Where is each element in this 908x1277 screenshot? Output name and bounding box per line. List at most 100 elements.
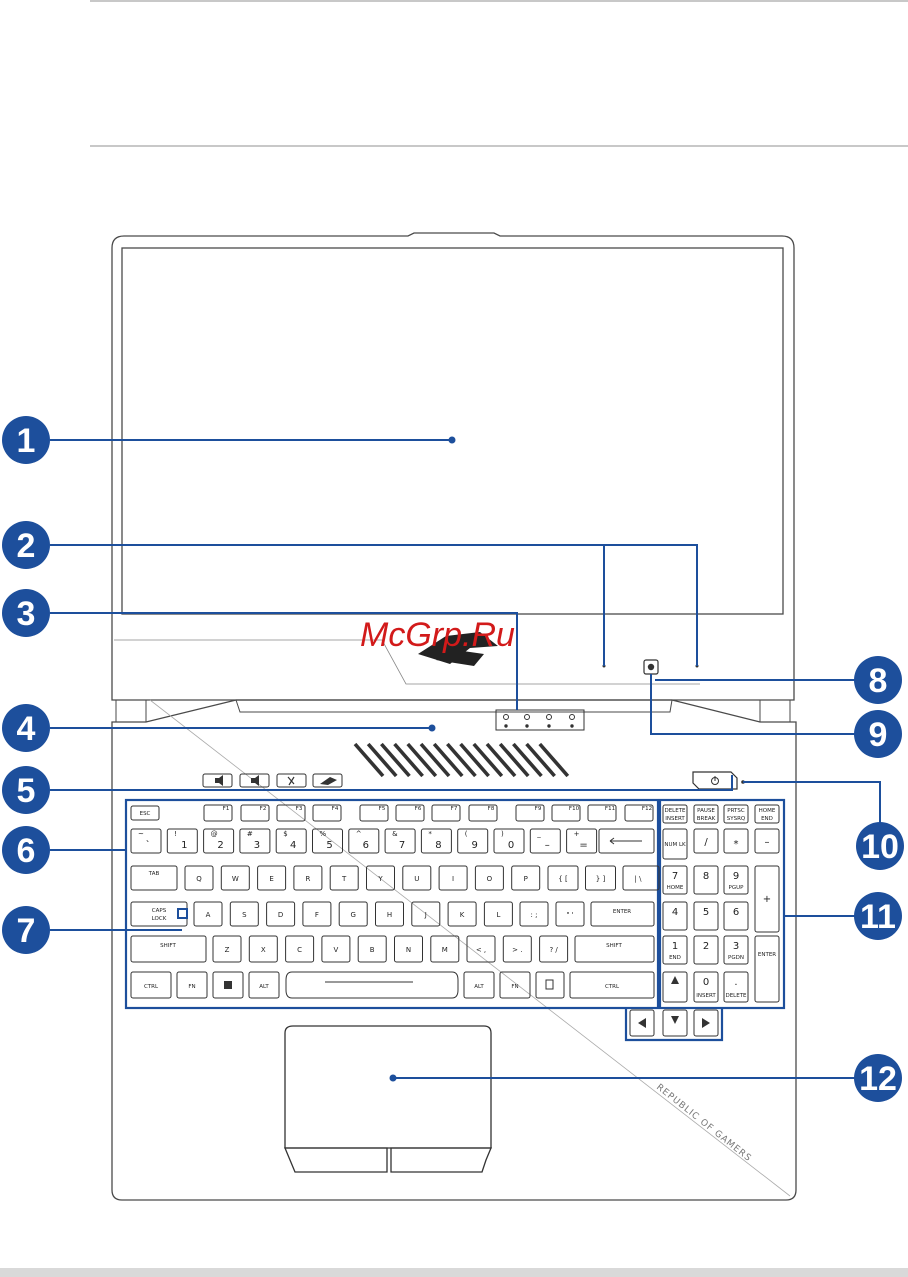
camera-icon — [643, 659, 659, 675]
key-letter — [321, 935, 351, 963]
key-label: ALT — [474, 984, 484, 990]
key-label: L — [496, 911, 500, 919]
key-letter — [447, 901, 477, 927]
key-label: 3 — [254, 840, 260, 851]
callout-number: 8 — [869, 662, 888, 700]
key-label: . — [734, 977, 737, 988]
key-label: F7 — [451, 806, 458, 812]
callout-badge-4: 4 — [2, 704, 50, 752]
key-letter — [229, 901, 259, 927]
keyboard-frame — [124, 798, 660, 1010]
key-sub-label: PGDN — [728, 955, 744, 961]
watermark: McGrp.Ru — [360, 616, 515, 654]
vent-slat — [366, 742, 398, 778]
key-number — [203, 828, 235, 854]
key-numpad-digit — [662, 865, 688, 895]
key-label: G — [350, 911, 355, 919]
key-f2 — [240, 804, 270, 822]
key-shift-right — [574, 935, 655, 963]
key-label: F1 — [223, 806, 230, 812]
key-label: ALT — [259, 984, 269, 990]
key-top-label: + — [574, 830, 580, 838]
callout-number: 11 — [860, 898, 896, 936]
key-label: 0 — [508, 840, 514, 851]
key-numpad-divide — [693, 828, 719, 854]
vent-slat — [498, 742, 530, 778]
key-label: PAUSE — [697, 808, 715, 814]
key-letter — [394, 935, 423, 963]
key-label: = — [579, 840, 587, 851]
vent-slat — [353, 742, 385, 778]
key-label: Y — [377, 875, 383, 883]
key-label: 4 — [290, 840, 296, 851]
key-label: " ' — [566, 911, 573, 919]
key-label: E — [269, 875, 273, 883]
key-arrow-right — [693, 1009, 719, 1037]
key-label: T — [341, 875, 347, 883]
key-label: SHIFT — [160, 943, 176, 949]
vent-slat — [525, 742, 556, 778]
key-quote — [555, 901, 585, 927]
key-sub-label: END — [669, 955, 681, 961]
key-number — [420, 828, 452, 854]
key-label: < , — [476, 946, 486, 954]
key-number — [312, 828, 343, 854]
key-label: D — [278, 911, 283, 919]
key-alt-left — [248, 971, 280, 999]
key-letter — [248, 935, 278, 963]
key-label: 5 — [703, 907, 709, 918]
key-f10 — [551, 804, 581, 822]
key-label: 1 — [672, 941, 678, 952]
key-label: Z — [225, 946, 230, 954]
key-numpad-minus — [754, 828, 780, 854]
backspace-arrow-icon — [609, 837, 642, 845]
key-letter — [285, 935, 315, 963]
key-label: 2 — [703, 941, 709, 952]
key-menu — [535, 971, 565, 999]
key-label: NUM LK — [664, 842, 686, 848]
key-fn-left — [176, 971, 208, 999]
header-rule — [90, 145, 908, 147]
key-number — [275, 828, 307, 854]
key-label: U — [414, 875, 419, 883]
key-bracket — [547, 865, 579, 891]
key-arrow-up — [662, 971, 688, 1003]
key-letter — [220, 865, 250, 891]
key-letter — [402, 865, 432, 891]
key-label: LOCK — [152, 916, 167, 922]
key-letter — [338, 901, 368, 927]
arrow-up-icon — [671, 976, 679, 984]
key-number — [493, 828, 525, 854]
callout-lines — [50, 439, 881, 1079]
key-top-label: ( — [465, 830, 468, 838]
key-label: N — [406, 946, 411, 954]
callout-badge-9: 9 — [854, 710, 902, 758]
key-label: S — [242, 911, 247, 919]
caps-lock-indicator-highlight — [177, 908, 188, 919]
key-numpad-digit — [723, 935, 749, 965]
vent-slat — [485, 742, 517, 778]
callout-number: 6 — [17, 832, 36, 870]
vent-slat — [538, 742, 570, 778]
key-label: TAB — [148, 871, 160, 877]
display-panel — [121, 247, 784, 615]
key-label: CTRL — [144, 984, 159, 990]
key-backspace — [598, 828, 655, 854]
callout-number: 5 — [17, 772, 36, 810]
key-top-label: @ — [211, 830, 218, 838]
key-letter — [257, 865, 287, 891]
key-label: M — [442, 946, 448, 954]
key-arrow-down — [662, 1009, 688, 1037]
key-label: FN — [188, 984, 195, 990]
key-f12 — [624, 804, 654, 822]
callout-badge-6: 6 — [2, 826, 50, 874]
key-label: O — [487, 875, 493, 883]
key-label: HOME — [759, 808, 776, 814]
key-f3 — [276, 804, 306, 822]
key-numpad-digit — [662, 901, 688, 931]
key-bracket — [585, 865, 616, 891]
callout-badge-3: 3 — [2, 589, 50, 637]
key-letter — [438, 865, 468, 891]
key-top-label: _ — [536, 830, 541, 838]
